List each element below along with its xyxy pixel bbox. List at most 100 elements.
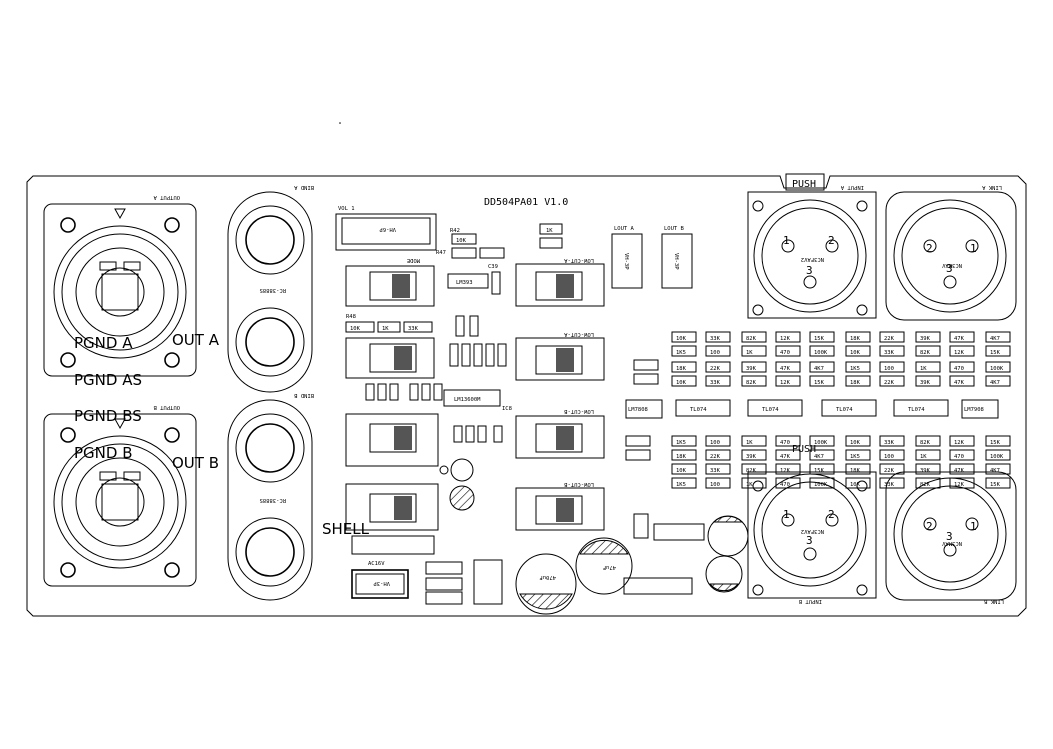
svg-text:NC3FAV2: NC3FAV2 [801, 528, 824, 534]
resistor [985, 435, 1011, 447]
svg-text:NC3MAV: NC3MAV [941, 262, 962, 268]
resistor-cluster-top: 10K R42 R47 1K LM393 C39 [436, 223, 563, 295]
resistor-value: 18K [850, 380, 861, 386]
svg-text:LINK A: LINK A [981, 184, 1002, 190]
resistor-value: 10K [676, 380, 687, 386]
resistor-value: 10K [676, 468, 687, 474]
resistor-value: 4K7 [814, 454, 824, 460]
resistor-value: 12K [780, 336, 791, 342]
resistor [705, 477, 731, 489]
svg-text:LOW-CUT-B: LOW-CUT-B [564, 408, 594, 414]
resistor [705, 463, 731, 475]
resistor-value: 470 [780, 350, 790, 356]
cap-c31: 47uF [575, 537, 633, 595]
regulator-block [623, 513, 705, 595]
svg-text:47uF: 47uF [603, 564, 616, 570]
resistor-value: 22K [884, 380, 895, 386]
resistor-value: 100K [814, 350, 828, 356]
svg-text:1: 1 [970, 520, 977, 533]
resistor [671, 331, 697, 343]
resistor-value: 4K7 [990, 468, 1000, 474]
resistor [915, 435, 941, 447]
resistor [845, 345, 871, 357]
bind-post-a: BIND A RC-3888S [227, 184, 314, 393]
small-capacitors [439, 458, 475, 511]
label-out-a: OUT A [172, 331, 220, 349]
resistor [671, 463, 697, 475]
switch-lowcut-a2: LOW-CUT-A [515, 331, 605, 381]
resistor [775, 463, 801, 475]
svg-text:VH-3P: VH-3P [673, 253, 679, 270]
xlr-link-a: 2 1 3 NC3MAV LINK A [885, 184, 1017, 321]
svg-text:3: 3 [806, 534, 813, 547]
svg-text:MODE: MODE [407, 257, 420, 263]
resistor-value: 15K [990, 482, 1001, 488]
speakon-output-b: OUTPUT B [43, 404, 197, 587]
resistor [809, 361, 835, 373]
resistor-value: 15K [990, 350, 1001, 356]
svg-text:VOL 1: VOL 1 [338, 206, 355, 212]
resistor [949, 477, 975, 489]
board-title: DD504PA01 V1.0 [484, 197, 568, 208]
label-pgnd-as: PGND AS [74, 371, 142, 389]
resistor [741, 345, 767, 357]
resistor-value: 33K [710, 468, 721, 474]
push-label-b: PUSH [792, 444, 816, 455]
svg-text:3: 3 [946, 262, 953, 275]
svg-text:RC-3888S: RC-3888S [260, 497, 287, 503]
resistor [985, 463, 1011, 475]
resistor-value: 39K [920, 468, 931, 474]
svg-text:LINK B: LINK B [983, 598, 1004, 604]
resistor-value: 12K [780, 468, 791, 474]
resistor [879, 345, 905, 357]
resistor-value: 100K [990, 454, 1004, 460]
resistor [949, 361, 975, 373]
resistor [671, 361, 697, 373]
resistor-value: 470 [954, 454, 964, 460]
svg-text:LOW-CUT-A: LOW-CUT-A [564, 331, 594, 337]
connector-vol: VOL 1 VH-6P [335, 206, 437, 251]
resistor [705, 375, 731, 387]
resistor [949, 449, 975, 461]
resistor-value: 18K [676, 366, 687, 372]
resistor [671, 477, 697, 489]
resistor-value: 33K [884, 350, 895, 356]
resistor-value: 47K [780, 366, 791, 372]
svg-text:470uF: 470uF [539, 574, 556, 580]
resistor-value: 22K [884, 468, 895, 474]
switch-lowcut-b1: LOW-CUT-B [515, 408, 605, 459]
svg-text:10K: 10K [456, 238, 467, 244]
resistor [775, 477, 801, 489]
resistor [915, 477, 941, 489]
svg-text:VH-3P: VH-3P [373, 580, 390, 586]
resistor [741, 477, 767, 489]
resistor-value: 100 [710, 350, 720, 356]
resistor [845, 463, 871, 475]
svg-text:10K: 10K [350, 326, 361, 332]
svg-text:VH-6P: VH-6P [379, 226, 396, 232]
resistor-value: 100 [884, 454, 894, 460]
resistor [879, 331, 905, 343]
resistor-value: 15K [814, 380, 825, 386]
svg-text:LOUT A: LOUT A [614, 226, 635, 232]
speakon-output-a: OUTPUT A [43, 194, 197, 377]
resistor [879, 361, 905, 373]
connector-bottom: AC16V VH-3P [351, 535, 503, 605]
resistor-value: 100 [710, 440, 720, 446]
svg-text:LM13600M: LM13600M [454, 397, 481, 403]
resistor-value: 18K [850, 468, 861, 474]
svg-text:1K: 1K [382, 326, 389, 332]
resistor-value: 1K [920, 366, 927, 372]
resistor-value: 39K [746, 366, 757, 372]
resistor-value: 15K [990, 440, 1001, 446]
svg-text:VH-3P: VH-3P [623, 253, 629, 270]
resistor-value: 1K5 [850, 366, 860, 372]
resistor-value: 15K [814, 336, 825, 342]
resistor-value: 47K [954, 468, 965, 474]
resistor-value: 39K [746, 454, 757, 460]
resistor [845, 331, 871, 343]
resistor-value: 33K [710, 336, 721, 342]
svg-text:2: 2 [828, 508, 835, 521]
resistor [705, 345, 731, 357]
